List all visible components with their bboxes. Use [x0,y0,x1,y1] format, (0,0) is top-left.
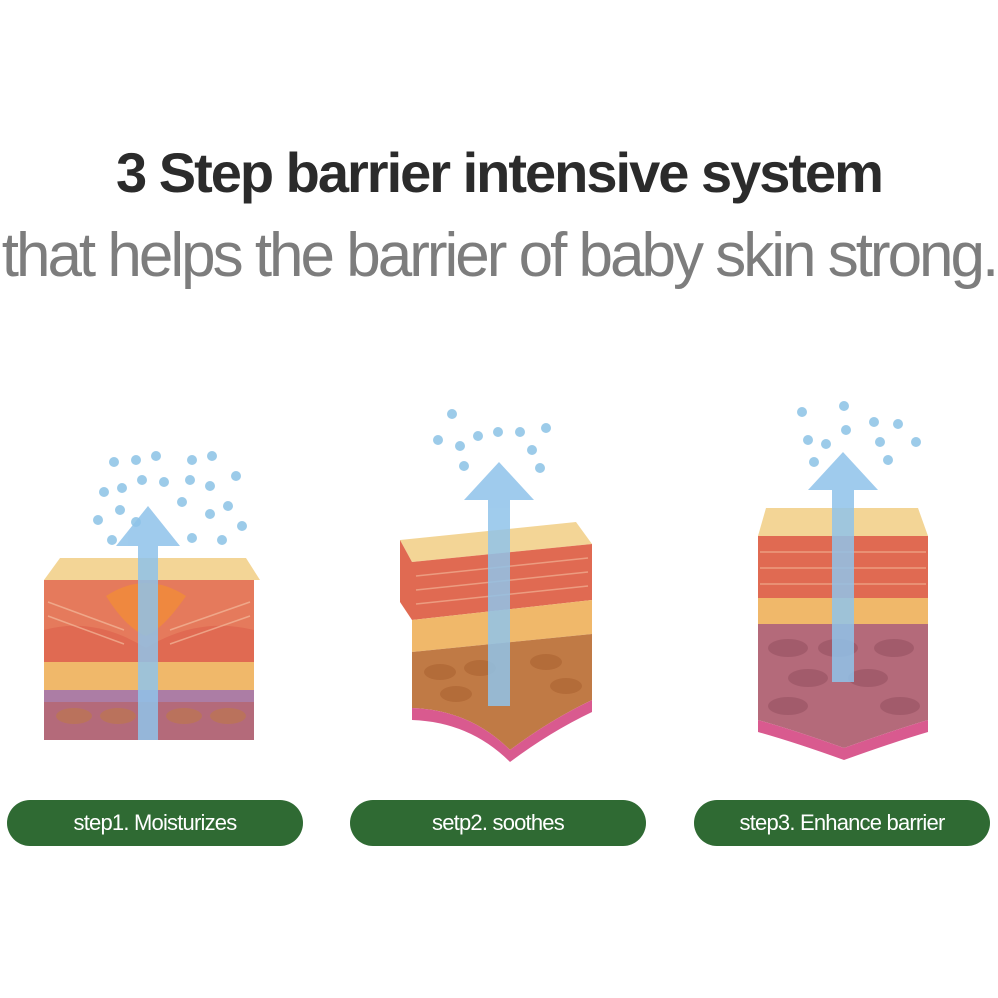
soothed-skin-layers-icon [360,390,640,770]
step-2-badge: setp2. soothes [350,800,646,846]
upward-arrow-icon [116,506,180,740]
droplet-cluster [433,409,551,473]
upward-arrow-icon [808,452,878,682]
droplet-cluster [797,401,921,467]
droplet-cluster [93,451,247,545]
step-1-badge: step1. Moisturizes [7,800,303,846]
step-3-badge: step3. Enhance barrier [694,800,990,846]
strong-barrier-skin-layers-icon [704,390,984,770]
damaged-skin-layers-icon [14,390,294,770]
page-subtitle: that helps the barrier of baby skin stro… [1,221,998,290]
page-title: 3 Step barrier intensive system [116,141,884,204]
upward-arrow-icon [464,462,534,706]
